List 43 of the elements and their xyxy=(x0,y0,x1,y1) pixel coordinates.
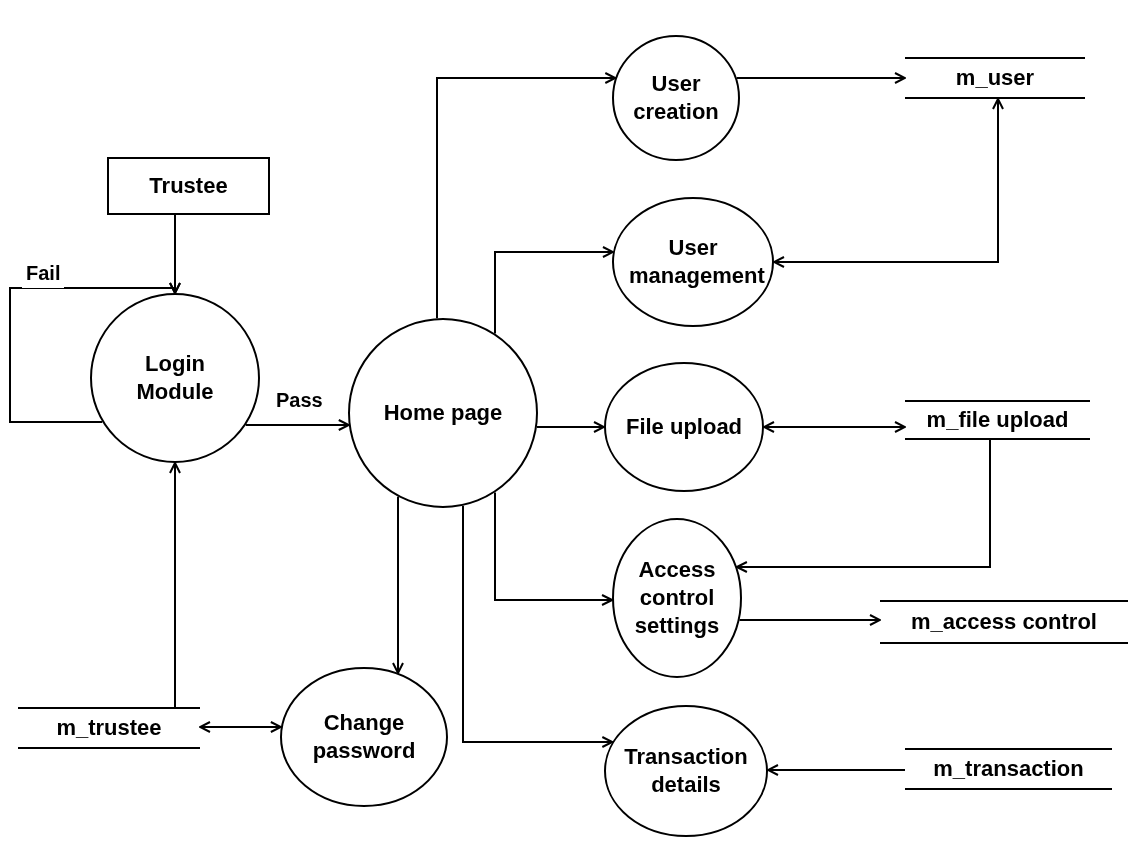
arrow xyxy=(763,421,906,433)
arrow xyxy=(9,282,181,423)
arrow xyxy=(392,495,404,674)
node-label: Login Module xyxy=(135,350,215,406)
node-label: File upload xyxy=(624,413,744,441)
arrow xyxy=(767,764,906,776)
arrow xyxy=(462,504,614,748)
data-store xyxy=(18,707,200,749)
node-label: m_trustee xyxy=(55,714,163,742)
node-label: m_transaction xyxy=(932,755,1085,783)
data-store xyxy=(905,748,1112,790)
process-circle xyxy=(612,35,740,161)
arrow xyxy=(738,614,881,626)
data-store xyxy=(880,600,1128,644)
node-label: Change password xyxy=(311,709,417,765)
node-label: User creation xyxy=(632,70,720,126)
arrow xyxy=(773,98,1004,268)
process-circle xyxy=(280,667,448,807)
node-label: m_user xyxy=(954,64,1036,92)
arrow xyxy=(735,439,991,573)
process-circle xyxy=(612,518,742,678)
node-label: Access control settings xyxy=(633,556,721,640)
data-store xyxy=(905,400,1090,440)
node-label: User management xyxy=(628,234,766,290)
data-store xyxy=(905,57,1085,99)
arrow xyxy=(436,72,617,320)
process-circle xyxy=(604,705,768,837)
process-circle xyxy=(604,362,764,492)
arrow xyxy=(494,491,613,606)
node-label: Trustee xyxy=(148,172,229,200)
node-label: Transaction details xyxy=(623,743,749,799)
arrow xyxy=(735,72,906,84)
node-label: Home page xyxy=(382,399,504,427)
process-circle xyxy=(348,318,538,508)
arrow xyxy=(535,421,605,433)
process-circle xyxy=(612,197,774,327)
entity-box xyxy=(107,157,270,215)
process-circle xyxy=(90,293,260,463)
arrow xyxy=(169,462,181,708)
arrow xyxy=(199,721,282,733)
node-label: m_access control xyxy=(910,608,1098,636)
arrow xyxy=(494,246,614,335)
node-label: m_file upload xyxy=(925,406,1070,434)
